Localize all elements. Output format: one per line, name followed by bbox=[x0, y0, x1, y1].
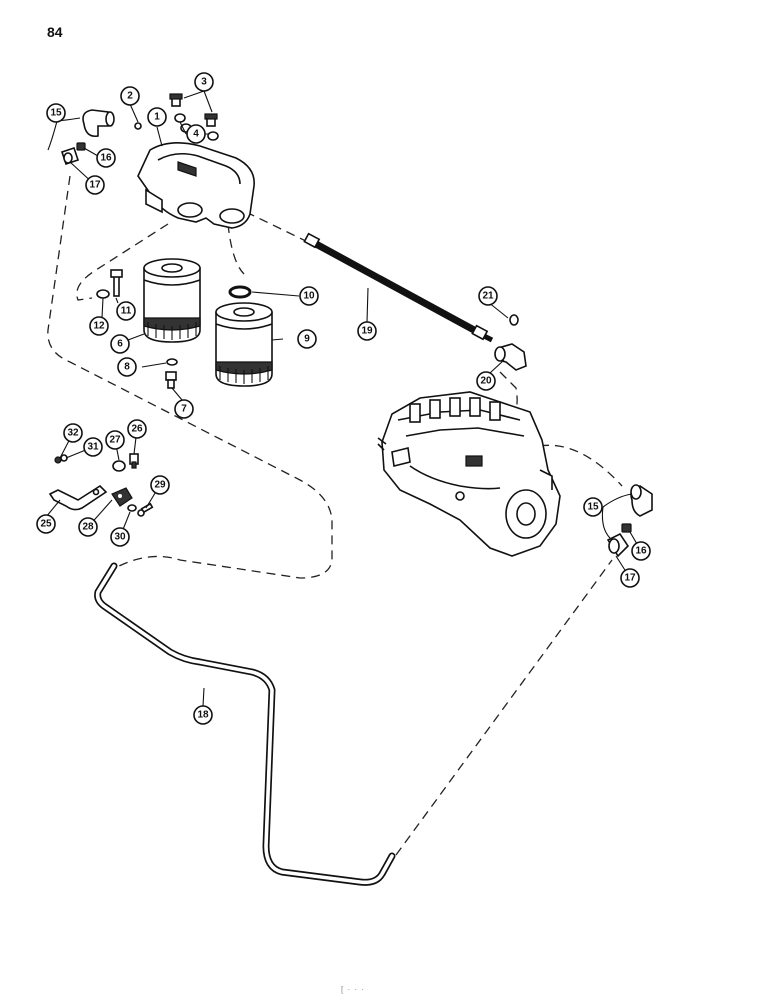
dashed-route-pump-fitting bbox=[499, 371, 518, 425]
callout-20: 20 bbox=[476, 371, 496, 391]
callout-25: 25 bbox=[36, 514, 56, 534]
svg-text:15: 15 bbox=[587, 502, 599, 513]
svg-text:15: 15 bbox=[50, 108, 62, 119]
svg-text:2: 2 bbox=[127, 91, 133, 102]
bolt-26 bbox=[129, 453, 139, 469]
svg-text:1: 1 bbox=[154, 112, 160, 123]
svg-text:17: 17 bbox=[624, 573, 636, 584]
clamp-bracket-25 bbox=[48, 484, 108, 511]
callout-31: 31 bbox=[83, 437, 103, 457]
callout-9: 9 bbox=[297, 329, 317, 349]
callout-16-top: 16 bbox=[96, 148, 116, 168]
callout-1: 1 bbox=[147, 107, 167, 127]
callout-11: 11 bbox=[116, 301, 136, 321]
clamp-28 bbox=[111, 487, 133, 507]
svg-text:30: 30 bbox=[114, 532, 126, 543]
callout-16-right: 16 bbox=[631, 541, 651, 561]
fuel-filter-6 bbox=[143, 258, 201, 343]
svg-text:18: 18 bbox=[197, 710, 209, 721]
leader-lines bbox=[45, 90, 642, 707]
washer-27 bbox=[112, 460, 126, 472]
svg-text:10: 10 bbox=[303, 291, 315, 302]
svg-text:16: 16 bbox=[100, 153, 112, 164]
fuel-line-19 bbox=[303, 232, 494, 343]
svg-text:7: 7 bbox=[181, 404, 187, 415]
fuel-filter-9 bbox=[215, 302, 273, 387]
bolt-11 bbox=[110, 269, 123, 297]
callout-29: 29 bbox=[150, 475, 170, 495]
injection-pump bbox=[377, 391, 561, 557]
callout-3: 3 bbox=[194, 72, 214, 92]
svg-text:17: 17 bbox=[89, 180, 101, 191]
dashed-route-filter-right bbox=[227, 223, 245, 275]
elbow-fitting-15-top bbox=[82, 109, 115, 138]
callout-2: 2 bbox=[120, 86, 140, 106]
nut-17-top bbox=[60, 146, 80, 166]
svg-text:31: 31 bbox=[87, 442, 99, 453]
svg-text:6: 6 bbox=[117, 339, 123, 350]
callout-4: 4 bbox=[186, 124, 206, 144]
callout-15-right: 15 bbox=[583, 497, 603, 517]
callout-17-right: 17 bbox=[620, 568, 640, 588]
callout-10: 10 bbox=[299, 286, 319, 306]
svg-text:4: 4 bbox=[193, 129, 199, 140]
footer-mark: [ · · · bbox=[341, 985, 365, 994]
svg-text:28: 28 bbox=[82, 522, 94, 533]
dashed-route-pump-right bbox=[539, 444, 623, 487]
svg-text:3: 3 bbox=[201, 77, 207, 88]
dashed-route-base-to-line bbox=[245, 211, 313, 245]
svg-text:11: 11 bbox=[121, 306, 132, 317]
svg-text:20: 20 bbox=[480, 376, 492, 387]
svg-text:26: 26 bbox=[131, 424, 143, 435]
callout-7: 7 bbox=[174, 399, 194, 419]
plug-2 bbox=[134, 122, 142, 130]
washer-30 bbox=[127, 504, 137, 512]
callout-19: 19 bbox=[357, 321, 377, 341]
svg-text:9: 9 bbox=[304, 334, 310, 345]
callout-27: 27 bbox=[105, 430, 125, 450]
svg-text:8: 8 bbox=[124, 362, 130, 373]
sleeve-16-right bbox=[621, 523, 632, 533]
o-ring-10 bbox=[228, 285, 252, 299]
drain-plug-7 bbox=[165, 371, 177, 389]
nut-17-right bbox=[606, 532, 630, 558]
svg-text:25: 25 bbox=[40, 519, 52, 530]
dashed-route-filter-left bbox=[76, 223, 169, 301]
callout-26: 26 bbox=[127, 419, 147, 439]
elbow-fitting-20 bbox=[494, 343, 527, 371]
callout-8: 8 bbox=[117, 357, 137, 377]
svg-text:19: 19 bbox=[361, 326, 373, 337]
callout-28: 28 bbox=[78, 517, 98, 537]
svg-text:32: 32 bbox=[67, 428, 79, 439]
callout-6: 6 bbox=[110, 334, 130, 354]
washer-32 bbox=[54, 456, 62, 464]
elbow-fitting-15-right bbox=[630, 484, 653, 517]
callout-17-top: 17 bbox=[85, 175, 105, 195]
washer-12 bbox=[96, 289, 110, 299]
o-ring-8 bbox=[166, 358, 178, 366]
callout-12: 12 bbox=[89, 316, 109, 336]
sleeve-16-top bbox=[76, 142, 86, 151]
plug-21 bbox=[509, 314, 519, 326]
svg-text:12: 12 bbox=[93, 321, 105, 332]
callout-32: 32 bbox=[63, 423, 83, 443]
page-number: 84 bbox=[47, 24, 63, 40]
svg-text:21: 21 bbox=[482, 291, 494, 302]
filter-base bbox=[137, 142, 255, 229]
cap-screws-3 bbox=[169, 93, 218, 127]
callout-18: 18 bbox=[193, 705, 213, 725]
callout-21: 21 bbox=[478, 286, 498, 306]
dashed-route-tube-end bbox=[395, 559, 613, 856]
svg-text:29: 29 bbox=[154, 480, 166, 491]
callout-30: 30 bbox=[110, 527, 130, 547]
dashed-route-left-fitting bbox=[47, 175, 333, 579]
svg-text:16: 16 bbox=[635, 546, 647, 557]
screw-29 bbox=[137, 502, 154, 517]
return-tube-18 bbox=[94, 562, 396, 886]
svg-text:27: 27 bbox=[109, 435, 121, 446]
callout-15-top: 15 bbox=[46, 103, 66, 123]
